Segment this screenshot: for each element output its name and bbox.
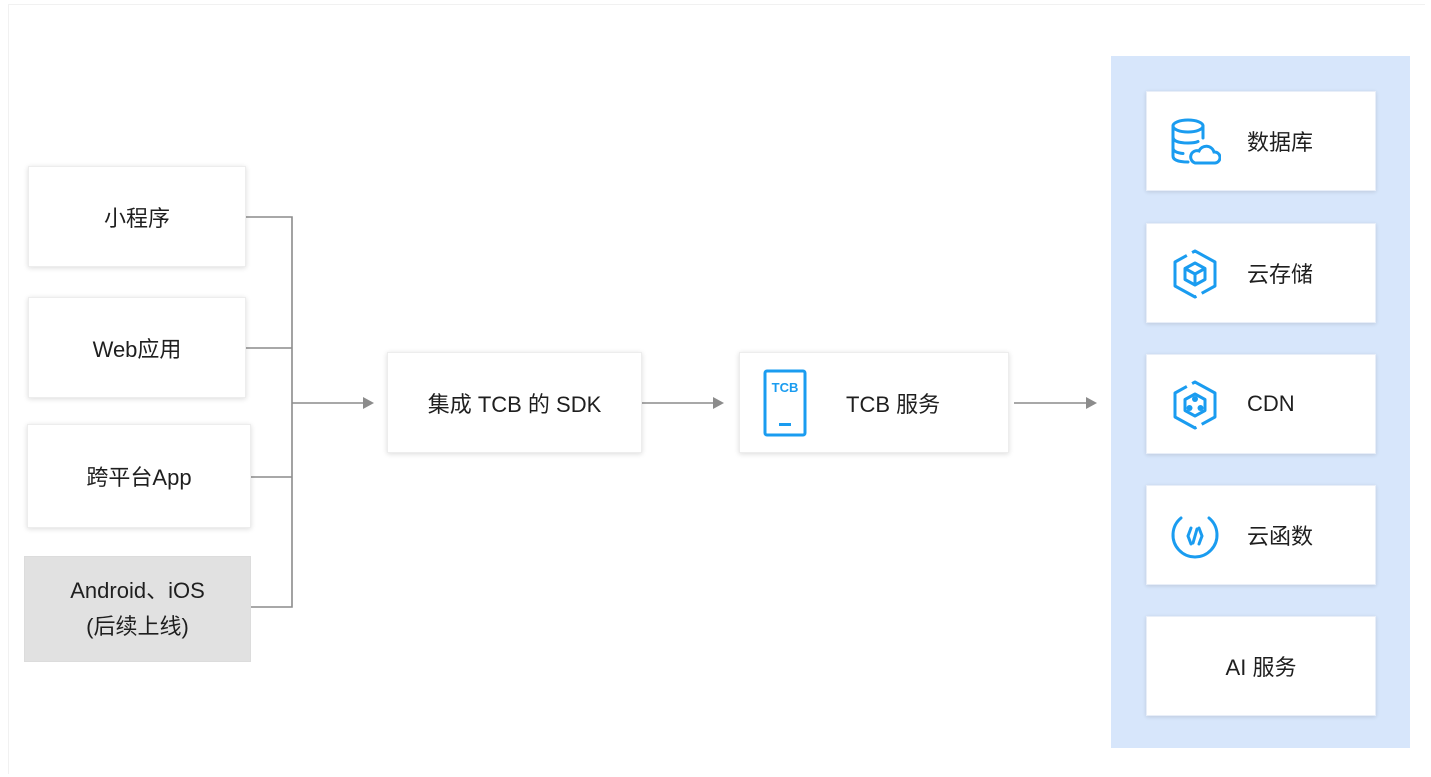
cloud-storage-icon	[1173, 249, 1217, 299]
client-status-note: (后续上线)	[86, 614, 189, 639]
client-label: 跨平台App	[86, 465, 192, 490]
tcb-icon: TCB	[763, 369, 807, 436]
arrow-head-tcb	[713, 397, 724, 409]
service-database: 数据库	[1146, 91, 1376, 191]
service-ai: AI 服务	[1146, 616, 1376, 716]
client-android-ios: Android、iOS (后续上线)	[24, 556, 251, 662]
client-web-app: Web应用	[28, 297, 246, 398]
service-label: CDN	[1247, 391, 1295, 416]
client-cross-platform-app: 跨平台App	[27, 424, 251, 528]
client-label: Web应用	[92, 336, 182, 362]
client-label: 小程序	[103, 205, 170, 231]
tcb-label: TCB 服务	[846, 391, 941, 417]
arrow-head-sdk	[363, 397, 374, 409]
tcb-service-box: TCB TCB 服务	[739, 352, 1009, 453]
service-cloud-function: 云函数	[1146, 485, 1376, 585]
service-label: 云存储	[1247, 262, 1314, 287]
client-label: Android、iOS	[70, 578, 205, 603]
client-miniprogram: 小程序	[28, 166, 246, 267]
tcb-icon-text: TCB	[772, 380, 799, 395]
arrow-head-services	[1086, 397, 1097, 409]
service-label: 数据库	[1247, 130, 1314, 155]
service-cdn: CDN	[1146, 354, 1376, 454]
database-cloud-icon	[1171, 118, 1221, 165]
sdk-label: 集成 TCB 的 SDK	[427, 391, 602, 417]
canvas-frame	[8, 4, 1425, 774]
cdn-icon	[1173, 380, 1217, 430]
client-bracket	[246, 216, 293, 608]
cloud-function-icon	[1171, 516, 1219, 559]
service-label: AI 服务	[1225, 655, 1297, 680]
service-label: 云函数	[1247, 524, 1314, 549]
service-cloud-storage: 云存储	[1146, 223, 1376, 323]
sdk-box: 集成 TCB 的 SDK	[387, 352, 642, 453]
